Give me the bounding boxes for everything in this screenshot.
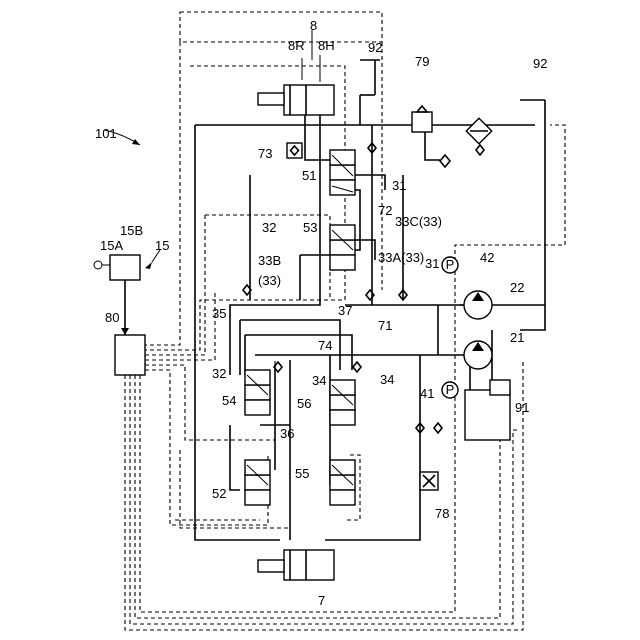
label-31a: 31 bbox=[392, 178, 406, 193]
label-36: 36 bbox=[280, 426, 294, 441]
label-22: 22 bbox=[510, 280, 524, 295]
label-33a: 33A(33) bbox=[378, 250, 424, 265]
label-34b: 34 bbox=[380, 372, 394, 387]
valve-54 bbox=[245, 370, 270, 415]
label-80: 80 bbox=[105, 310, 119, 325]
cylinder-8 bbox=[258, 85, 334, 115]
controller-80 bbox=[115, 335, 145, 375]
valve-52 bbox=[245, 460, 270, 505]
label-15: 15 bbox=[155, 238, 169, 253]
label-8: 8 bbox=[310, 18, 317, 33]
label-15b: 15B bbox=[120, 223, 143, 238]
component-79 bbox=[412, 106, 492, 167]
pressure-gauge-42: P bbox=[442, 257, 458, 273]
label-71: 71 bbox=[378, 318, 392, 333]
pump-22 bbox=[464, 291, 492, 319]
pressure-gauge-41: P bbox=[442, 382, 458, 398]
label-91: 91 bbox=[515, 400, 529, 415]
label-15a: 15A bbox=[100, 238, 123, 253]
label-78: 78 bbox=[435, 506, 449, 521]
label-56: 56 bbox=[297, 396, 311, 411]
cylinder-7 bbox=[258, 550, 334, 580]
label-92b: 92 bbox=[533, 56, 547, 71]
component-73 bbox=[287, 143, 302, 158]
pump-21 bbox=[464, 341, 492, 369]
gauge-42-symbol: P bbox=[446, 257, 455, 272]
label-51: 51 bbox=[302, 168, 316, 183]
label-52: 52 bbox=[212, 486, 226, 501]
label-8r: 8R bbox=[288, 38, 305, 53]
valve-55 bbox=[330, 460, 355, 505]
label-53: 53 bbox=[303, 220, 317, 235]
control-signal-lines bbox=[125, 12, 565, 630]
relief-valve-78 bbox=[420, 472, 438, 490]
label-21: 21 bbox=[510, 330, 524, 345]
label-79: 79 bbox=[415, 54, 429, 69]
label-41: 41 bbox=[420, 386, 434, 401]
label-72: 72 bbox=[378, 203, 392, 218]
valve-53 bbox=[330, 225, 355, 270]
label-37: 37 bbox=[338, 303, 352, 318]
label-34a: 34 bbox=[312, 373, 326, 388]
valve-51 bbox=[330, 150, 355, 195]
label-7: 7 bbox=[318, 593, 325, 608]
label-92a: 92 bbox=[368, 40, 382, 55]
label-33b-paren: (33) bbox=[258, 273, 281, 288]
label-8h: 8H bbox=[318, 38, 335, 53]
label-54: 54 bbox=[222, 393, 236, 408]
label-55: 55 bbox=[295, 466, 309, 481]
label-35: 35 bbox=[212, 306, 226, 321]
label-42: 42 bbox=[480, 250, 494, 265]
gauge-41-symbol: P bbox=[446, 382, 455, 397]
label-33b: 33B bbox=[258, 253, 281, 268]
label-73: 73 bbox=[258, 146, 272, 161]
label-74: 74 bbox=[318, 338, 332, 353]
valve-56 bbox=[330, 380, 355, 425]
motor-91 bbox=[465, 380, 510, 440]
label-32b: 32 bbox=[212, 366, 226, 381]
label-33c: 33C(33) bbox=[395, 214, 442, 229]
label-31b: 31 bbox=[425, 256, 439, 271]
label-101: 101 bbox=[95, 126, 117, 141]
label-32a: 32 bbox=[262, 220, 276, 235]
